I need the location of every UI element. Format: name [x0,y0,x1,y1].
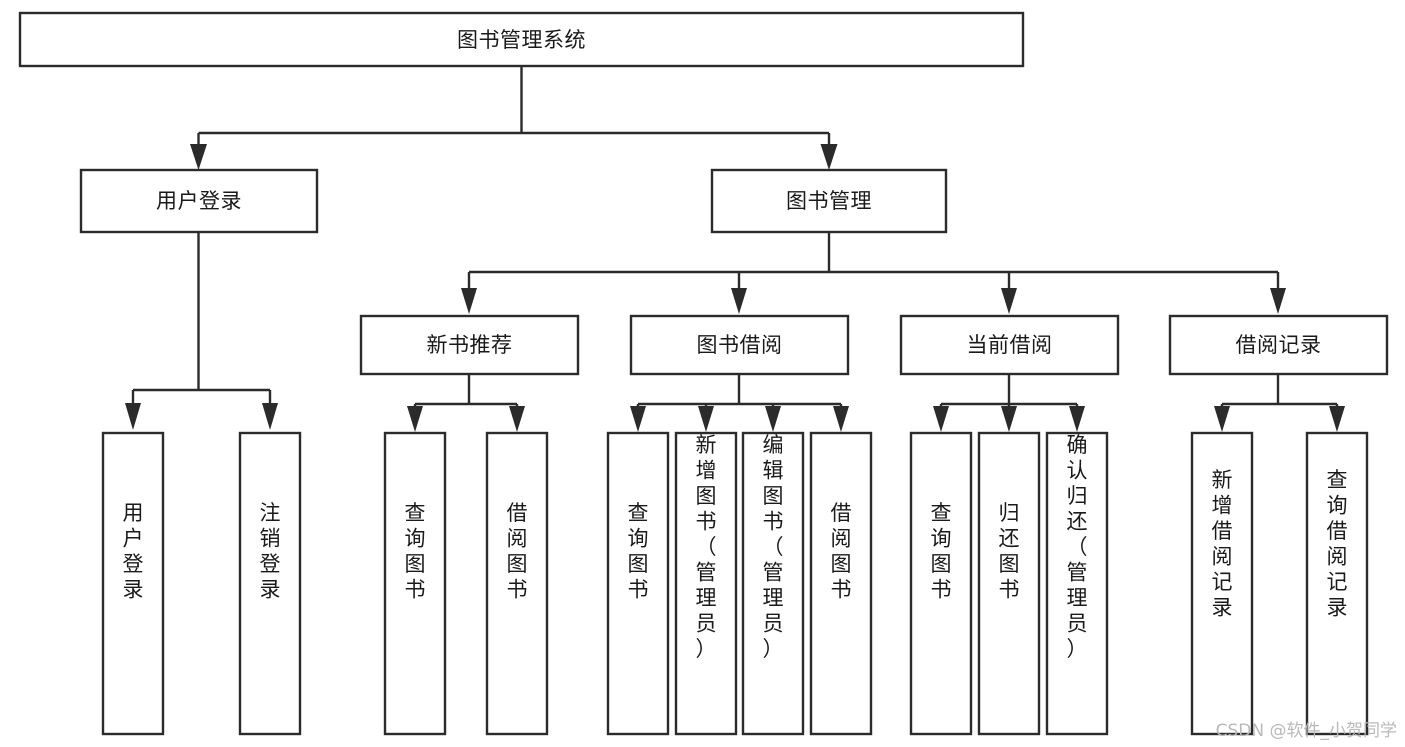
arrow-head-leaf-borrow-book-2 [833,406,849,432]
leaf-node[interactable]: 确认归还（管理员） [1045,431,1109,736]
leaf-query-book-1-box[interactable] [383,431,447,736]
leaf-query-book-1-label: 查询图书 [405,501,426,602]
leaf-return-book-label: 归还图书 [999,501,1020,602]
leaf-node[interactable]: 查询借阅记录 [1305,431,1369,736]
node-root-label: 图书管理系统 [457,28,586,52]
leaf-user-login-box[interactable] [101,431,165,736]
leaf-query-record-label: 查询借阅记录 [1327,468,1348,620]
leaf-node[interactable]: 归还图书 [977,431,1041,736]
connector-group-current-borrow [933,374,1085,432]
leaf-borrow-book-2-box[interactable] [809,431,873,736]
leaf-node[interactable]: 查询图书 [909,431,973,736]
leaf-node[interactable]: 新增图书（管理员） [674,431,738,736]
leaf-return-book-box[interactable] [977,431,1041,736]
arrow-head-leaf-add-record [1214,406,1230,432]
node-current-borrow-box[interactable] [899,314,1120,376]
leaf-user-logout-label: 注销登录 [260,501,281,602]
node-book-borrow-box[interactable] [629,314,850,376]
arrow-head-borrow-record [1270,288,1286,314]
arrow-head-leaf-query-record [1329,406,1345,432]
arrow-head-book-borrow [731,288,747,314]
leaf-add-record-label: 新增借阅记录 [1212,468,1233,620]
node-book-manage-label: 图书管理 [786,189,872,213]
leaf-add-record-box[interactable] [1190,431,1254,736]
leaf-query-book-2-box[interactable] [606,431,670,736]
connector-group-new-book-recommend [407,374,525,432]
leaf-query-record-box[interactable] [1305,431,1369,736]
node-borrow-record-box[interactable] [1168,314,1389,376]
leaf-node[interactable]: 借阅图书 [485,431,549,736]
connector-group-root [190,66,838,170]
node-book-manage[interactable]: 图书管理 [710,168,948,234]
node-new-book-recommend[interactable]: 新书推荐 [359,314,580,376]
connector-group-borrow-record [1214,374,1345,432]
leaf-node[interactable]: 用户登录 [101,431,165,736]
leaf-query-book-3-label: 查询图书 [931,501,952,602]
node-new-book-recommend-box[interactable] [359,314,580,376]
arrow-head-leaf-query-book-3 [933,406,949,432]
node-book-borrow-label: 图书借阅 [697,333,783,357]
leaf-borrow-book-2-label: 借阅图书 [831,501,852,602]
arrow-head-new-book-recommend [461,288,477,314]
arrow-head-leaf-user-login [125,403,141,430]
node-root[interactable]: 图书管理系统 [18,11,1025,68]
arrow-head-leaf-query-book-1 [407,406,423,432]
leaf-borrow-book-1-label: 借阅图书 [507,501,528,602]
connector-group-user-login [125,232,278,430]
leaf-user-logout-box[interactable] [238,431,302,736]
arrow-head-leaf-query-book-2 [630,406,646,432]
node-user-login[interactable]: 用户登录 [79,168,319,234]
node-book-borrow[interactable]: 图书借阅 [629,314,850,376]
leaf-add-book-label: 新增图书（管理员） [696,433,717,661]
leaf-user-login-label: 用户登录 [123,501,144,602]
node-book-manage-box[interactable] [710,168,948,234]
leaf-edit-book-label: 编辑图书（管理员） [763,433,784,661]
leaf-node[interactable]: 查询图书 [606,431,670,736]
arrow-head-current-borrow [1001,288,1017,314]
watermark-text: CSDN @软件_小贺同学 [1215,721,1397,741]
node-user-login-label: 用户登录 [156,189,242,213]
arrow-head-leaf-confirm-return [1069,406,1085,432]
leaf-node[interactable]: 借阅图书 [809,431,873,736]
arrow-head-book-manage [820,144,838,170]
arrow-head-leaf-edit-book [765,406,781,432]
connector-group-book-manage [461,232,1286,314]
leaf-query-book-2-label: 查询图书 [628,501,649,602]
leaf-query-book-3-box[interactable] [909,431,973,736]
leaf-edit-book-box[interactable] [741,431,805,736]
arrow-head-leaf-borrow-book-1 [509,406,525,432]
node-current-borrow[interactable]: 当前借阅 [899,314,1120,376]
node-new-book-recommend-label: 新书推荐 [427,333,513,357]
node-user-login-box[interactable] [79,168,319,234]
leaf-add-book-box[interactable] [674,431,738,736]
leaf-node[interactable]: 新增借阅记录 [1190,431,1254,736]
node-root-box[interactable] [18,11,1025,68]
arrow-head-user-login [190,144,207,170]
connector-group-book-borrow [630,374,849,432]
arrow-head-leaf-add-book [698,406,714,432]
leaf-node[interactable]: 查询图书 [383,431,447,736]
leaf-borrow-book-1-box[interactable] [485,431,549,736]
arrow-head-leaf-return-book [1001,406,1017,432]
node-borrow-record[interactable]: 借阅记录 [1168,314,1389,376]
node-borrow-record-label: 借阅记录 [1236,333,1322,357]
node-current-borrow-label: 当前借阅 [967,333,1053,357]
leaf-node[interactable]: 编辑图书（管理员） [741,431,805,736]
leaf-confirm-return-box[interactable] [1045,431,1109,736]
leaf-confirm-return-label: 确认归还（管理员） [1067,433,1088,661]
arrow-head-leaf-user-logout [262,403,278,430]
leaf-node[interactable]: 注销登录 [238,431,302,736]
